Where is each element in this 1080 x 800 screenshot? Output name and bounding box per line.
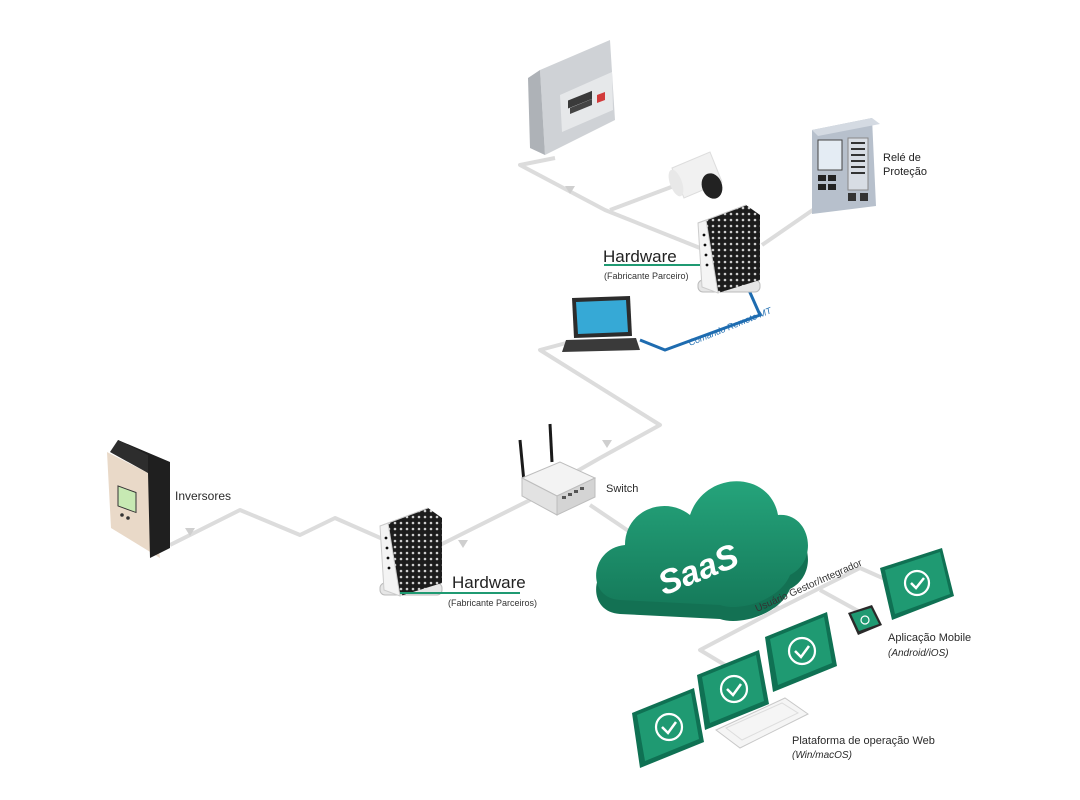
cloud-icon — [596, 481, 808, 621]
phone-icon — [848, 605, 882, 635]
hardware-top-label: Hardware — [603, 247, 677, 266]
gateway-icon — [379, 507, 443, 597]
switch-icon — [518, 423, 597, 516]
hardware-top-sublabel: (Fabricante Parceiro) — [604, 271, 689, 281]
tablet-icon — [765, 612, 837, 692]
tablet-icon — [880, 548, 954, 620]
hardware-top-underline — [604, 264, 700, 266]
line-arrows — [185, 186, 612, 548]
inverter-label: Inversores — [175, 489, 231, 503]
web-label: Plataforma de operação Web — [792, 735, 935, 747]
remote-command-label: Comando Remoto MT — [687, 305, 774, 348]
hardware-bottom-sublabel: (Fabricante Parceiros) — [448, 598, 537, 608]
web-os-label: (Win/macOS) — [792, 750, 852, 761]
laptop-icon — [562, 296, 640, 352]
laptop-icon — [715, 697, 809, 749]
tablet-icon — [632, 688, 704, 768]
meter-icon — [528, 40, 615, 155]
sensor-icon — [668, 151, 723, 199]
tablet-icon — [697, 650, 769, 730]
mobile-os-label: (Android/iOS) — [888, 648, 949, 659]
relay-icon — [812, 118, 880, 214]
relay-label-line1: Relé de — [883, 152, 921, 164]
hardware-bottom-underline — [400, 592, 520, 594]
gateway-icon — [697, 204, 761, 294]
remote-command-line — [639, 287, 763, 352]
inverter-icon — [107, 440, 170, 558]
relay-label-line2: Proteção — [883, 166, 927, 178]
hardware-bottom-label: Hardware — [452, 573, 526, 592]
switch-label: Switch — [606, 483, 638, 495]
mobile-label: Aplicação Mobile — [888, 632, 971, 644]
